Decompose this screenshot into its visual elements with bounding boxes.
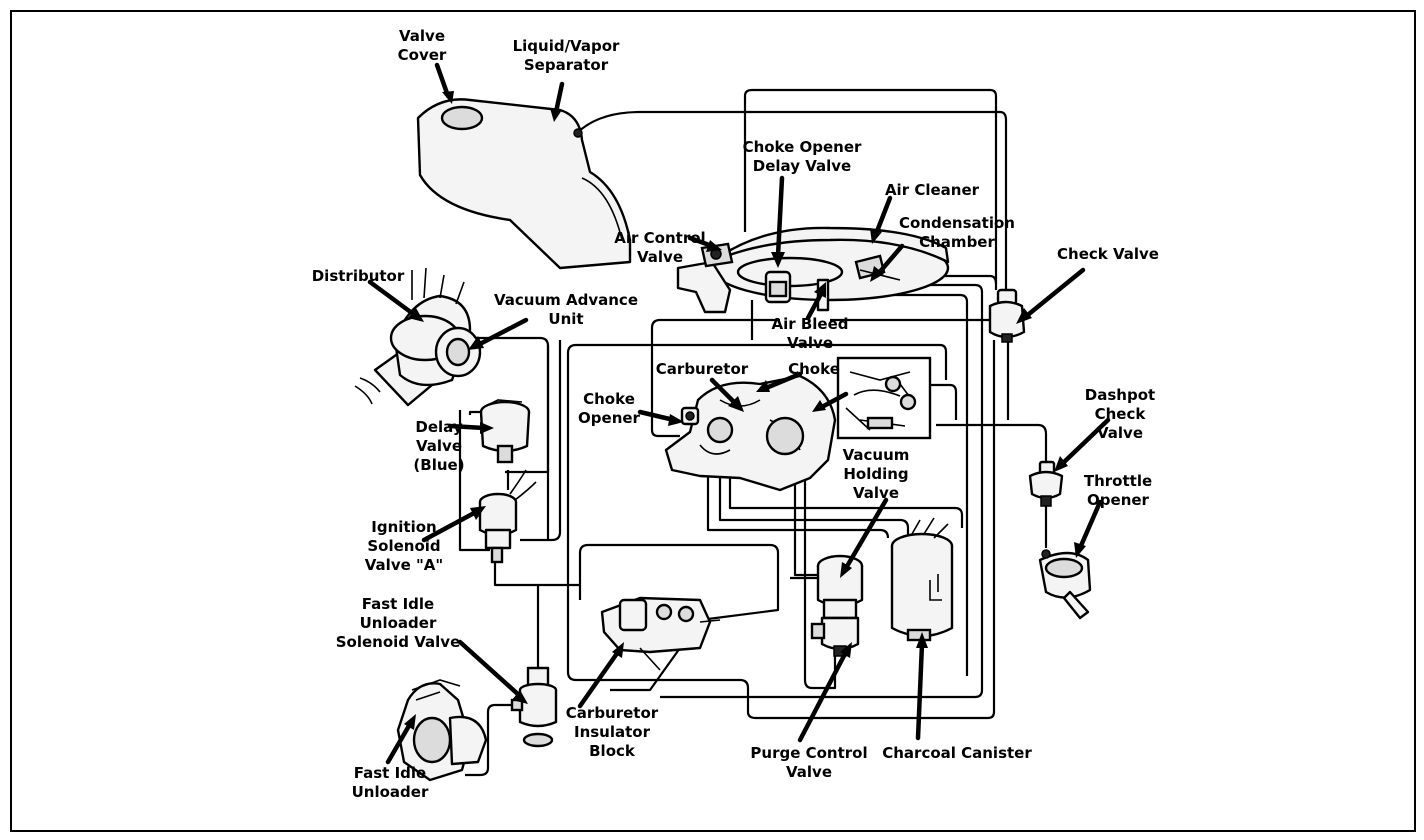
vacuum-holding-valve-illustration — [816, 554, 864, 620]
distributor-illustration — [354, 267, 482, 407]
label-choke: Choke — [788, 360, 840, 378]
purge-control-valve-illustration — [810, 616, 860, 657]
delay-valve-blue-illustration — [479, 399, 531, 464]
label-carburetor: Carburetor — [655, 360, 749, 378]
fast-idle-unloader-solenoid-valve-illustration — [510, 666, 558, 748]
valve-cover-illustration — [416, 98, 632, 270]
carburetor-insulator-block-illustration — [600, 596, 721, 671]
dashpot-check-valve-illustration — [1028, 460, 1064, 507]
carburetor-illustration — [664, 374, 837, 492]
leader-arrows — [367, 62, 1111, 765]
choke-detail-box — [836, 356, 932, 440]
charcoal-canister-illustration — [890, 517, 954, 642]
label-distributor: Distributor — [311, 267, 405, 285]
fast-idle-unloader-illustration — [396, 679, 488, 782]
throttle-opener-illustration — [1038, 549, 1092, 620]
label-air-cleaner: Air Cleaner — [884, 181, 980, 199]
ignition-solenoid-valve-illustration — [478, 469, 537, 564]
check-valve-illustration — [988, 288, 1026, 343]
vacuum-hoses — [458, 88, 1048, 777]
label-check-valve: Check Valve — [1057, 245, 1159, 263]
label-charcoal-canister: Charcoal Canister — [882, 744, 1032, 762]
